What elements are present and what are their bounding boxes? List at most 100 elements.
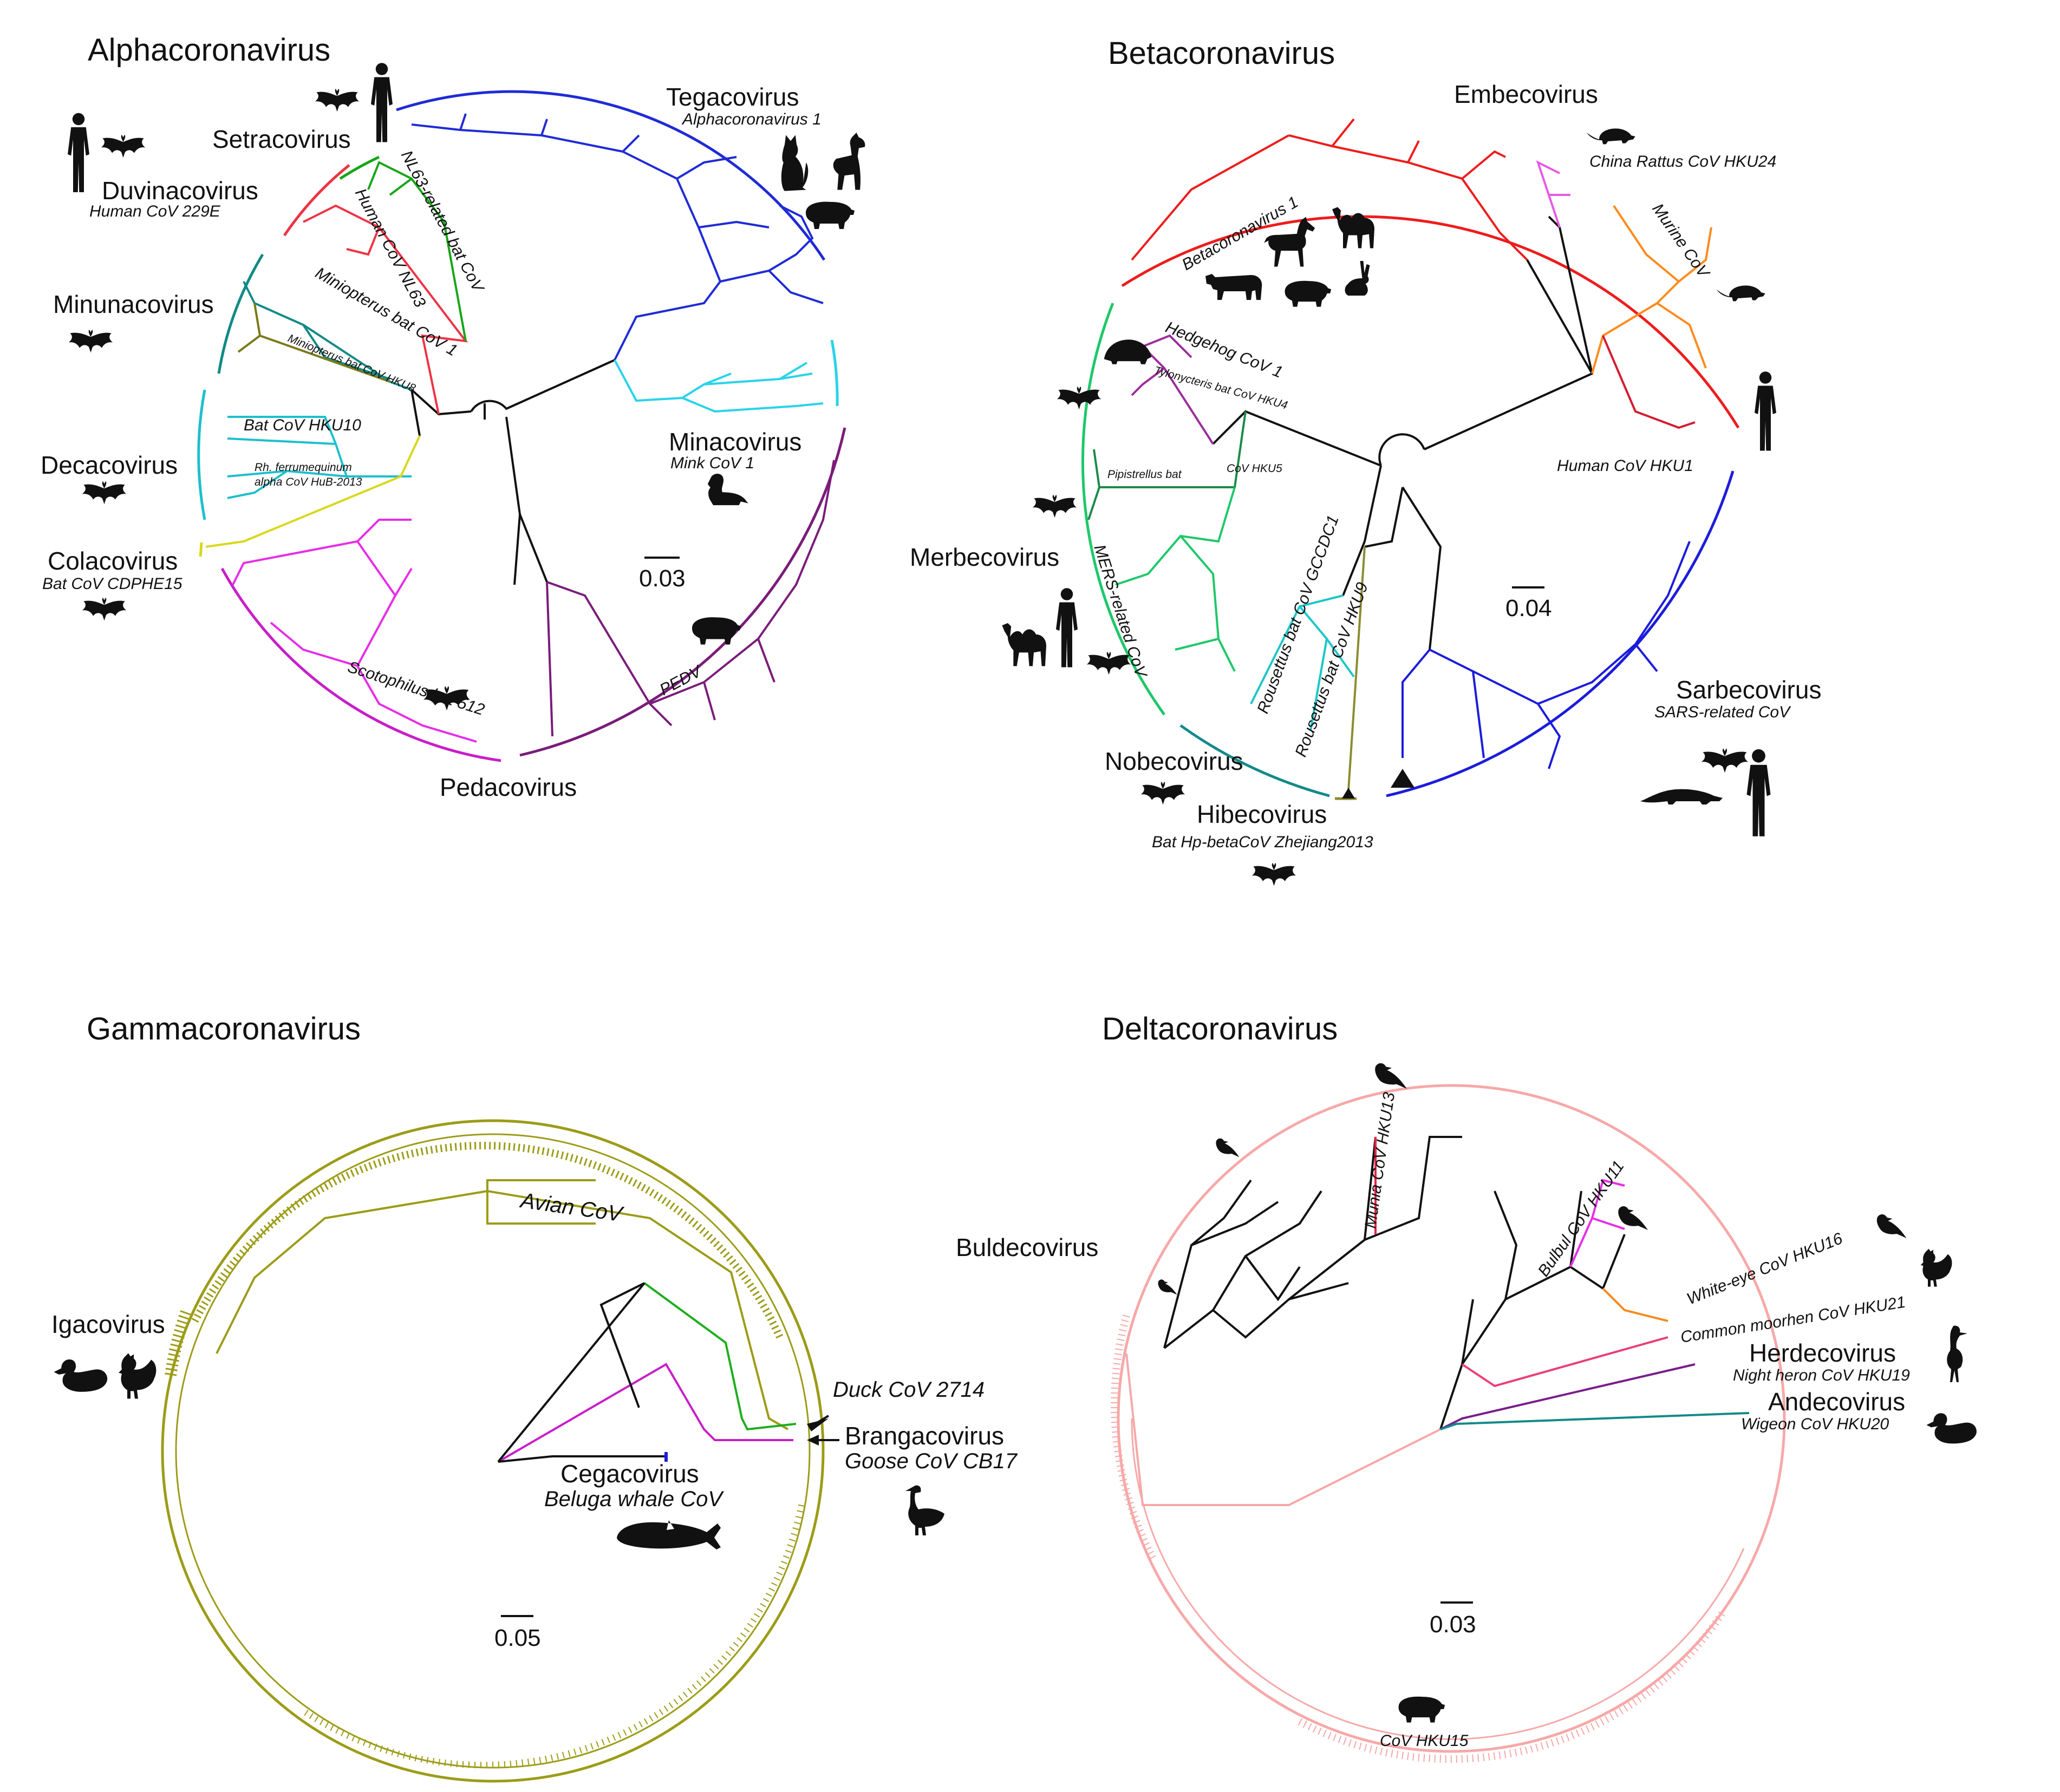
alpha-panel: Alphacoronavirus S: [41, 32, 865, 801]
delta-tips-left: [1110, 1314, 1157, 1561]
alpha-duvinacovirus-sub: Human CoV 229E: [89, 202, 221, 220]
alpha-decacovirus-label: Decacovirus: [41, 451, 178, 479]
gamma-avian-subtree: [216, 1189, 788, 1430]
beta-bat-icon-3: [1086, 651, 1131, 675]
beta-merbecovirus-arc: [1081, 303, 1166, 716]
gamma-scale-label: 0.05: [494, 1625, 541, 1651]
beta-collapsed-clade-marker: [1391, 769, 1414, 788]
beta-hibeco-arrow: [1342, 788, 1355, 799]
alpha-title: Alphacoronavirus: [88, 32, 330, 68]
delta-pink-subtree: [1125, 1353, 1441, 1506]
alpha-minunacovirus-arc: [217, 253, 264, 374]
alpha-pedv-label: PEDV: [657, 662, 706, 699]
delta-herdecovirus-label: Herdecovirus: [1749, 1339, 1896, 1367]
delta-herdecovirus-sub: Night heron CoV HKU19: [1733, 1366, 1910, 1384]
gamma-tips-left: [165, 1308, 193, 1376]
alpha-scotophilus-arc: [220, 567, 501, 762]
gamma-cegacovirus-label: Cegacovirus: [560, 1460, 699, 1488]
alpha-scale-label: 0.03: [639, 565, 686, 592]
alpha-human-icon-1: [68, 113, 89, 192]
delta-panel: Deltacoronavirus Munia CoV HKU13 Buldeco…: [956, 1011, 1977, 1763]
gamma-igacovirus-label: Igacovirus: [51, 1310, 165, 1338]
gamma-title: Gammacoronavirus: [87, 1011, 361, 1047]
alpha-rh-ferrum-label-2: alpha CoV HuB-2013: [255, 476, 362, 488]
beta-hibecovirus-sub: Bat Hp-betaCoV Zhejiang2013: [1152, 833, 1373, 851]
beta-hku1-label: Human CoV HKU1: [1557, 457, 1693, 475]
beta-hibeco-subtree: [1347, 546, 1366, 791]
delta-hku15-label: CoV HKU15: [1380, 1732, 1469, 1750]
alpha-mink-icon: [707, 473, 748, 506]
alpha-colacovirus-arc: [199, 542, 203, 557]
delta-andecovirus-label: Andecovirus: [1768, 1388, 1905, 1416]
alpha-pedacovirus-subtree: [546, 460, 835, 737]
delta-herdeco-branch: [1461, 1336, 1668, 1388]
alpha-minacovirus-subtree: [614, 359, 824, 413]
delta-andeco-branch: [1440, 1412, 1750, 1430]
beta-rat-icon-1: [1586, 128, 1635, 145]
alpha-duvinacovirus-arc: [283, 164, 350, 237]
gamma-magenta-branch: [497, 1363, 793, 1463]
gamma-duck-arrow-line: [808, 1415, 830, 1429]
gamma-tips-lower: [301, 1504, 805, 1769]
delta-title: Deltacoronavirus: [1102, 1011, 1338, 1047]
alpha-tegacovirus-label: Tegacovirus: [666, 83, 799, 111]
alpha-duvinacovirus-label: Duvinacovirus: [102, 176, 258, 205]
beta-human-icon-1: [1755, 371, 1776, 451]
delta-tips-bottom: [1298, 1611, 1725, 1763]
beta-scale-label: 0.04: [1505, 595, 1552, 622]
delta-munia-label: Munia CoV HKU13: [1361, 1091, 1398, 1229]
alpha-colaco-subtree: [205, 435, 421, 548]
delta-scale-label: 0.03: [1430, 1611, 1476, 1638]
beta-nobeco-subtree: [1250, 594, 1355, 731]
alpha-rh-ferrum-label-1: Rh. ferrumequinum: [255, 461, 352, 474]
alpha-bat-icon-5: [82, 597, 127, 621]
beta-camel-icon-2: [1002, 623, 1046, 666]
beta-bat-icon-4: [1701, 748, 1749, 773]
delta-whiteeye-label: White-eye CoV HKU16: [1684, 1229, 1845, 1309]
alpha-minacovirus-label: Minacovirus: [669, 428, 801, 456]
alpha-tegacovirus-sub: Alphacoronavirus 1: [681, 110, 822, 128]
beta-embecovirus-label: Embecovirus: [1454, 80, 1598, 108]
alpha-bat-icon-3: [68, 329, 113, 353]
beta-bat-icon-6: [1251, 862, 1296, 886]
beta-hedgehog-icon: [1104, 339, 1152, 364]
alpha-miniopterus-hku8-label: Miniopterus bat CoV HKU8: [286, 332, 418, 395]
alpha-minacovirus-sub: Mink CoV 1: [670, 454, 754, 472]
beta-title: Betacoronavirus: [1108, 36, 1335, 71]
beta-sarbecovirus-sub: SARS-related CoV: [1654, 703, 1791, 721]
gamma-inner-ring: [175, 1133, 811, 1769]
gamma-duck-arrow: [807, 1418, 829, 1431]
beta-camel-icon-1: [1332, 207, 1374, 248]
beta-betacov1-label: Betacoronavirus 1: [1179, 193, 1301, 274]
beta-pipistrellus-label: Pipistrellus bat: [1107, 468, 1182, 481]
beta-hku1-subtree: [1602, 335, 1696, 429]
delta-moorhen-tip: [1602, 1287, 1668, 1322]
beta-sarbecovirus-arc: [1386, 470, 1735, 797]
gamma-duck-icon: [54, 1359, 108, 1392]
alpha-minacovirus-arc: [830, 339, 839, 407]
beta-hibecovirus-label: Hibecovirus: [1197, 800, 1327, 828]
alpha-human-icon-2: [371, 63, 393, 142]
alpha-magenta-subtree: [232, 519, 477, 743]
beta-merbecovirus-label: Merbecovirus: [910, 543, 1059, 571]
beta-human-icon-3: [1746, 749, 1771, 836]
alpha-colacovirus-label: Colacovirus: [48, 547, 178, 575]
alpha-root-branches: [410, 359, 615, 585]
alpha-scotophilus-label: Scotophilus bat 512: [345, 658, 487, 719]
gamma-brangacovirus-label: Brangacovirus: [845, 1422, 1004, 1450]
beta-sarbecovirus-label: Sarbecovirus: [1676, 676, 1821, 704]
alpha-cat-icon: [781, 135, 809, 191]
beta-murine-subtree: [1591, 205, 1712, 374]
delta-bird-icon-2: [1216, 1138, 1240, 1157]
alpha-pig-icon-2: [690, 617, 741, 645]
alpha-decacovirus-arc: [197, 389, 206, 520]
gamma-avian-box: [486, 1179, 596, 1225]
delta-moorhen-icon: [1920, 1248, 1952, 1287]
gamma-avian-label: Avian CoV: [518, 1188, 625, 1227]
gamma-brangacovirus-sub: Goose CoV CB17: [845, 1449, 1018, 1473]
alpha-minuna-subtree: [243, 281, 412, 391]
beta-embecovirus-arc: [1121, 215, 1740, 429]
beta-pangolin-icon: [1640, 789, 1723, 805]
beta-bat-icon-5: [1140, 781, 1185, 805]
